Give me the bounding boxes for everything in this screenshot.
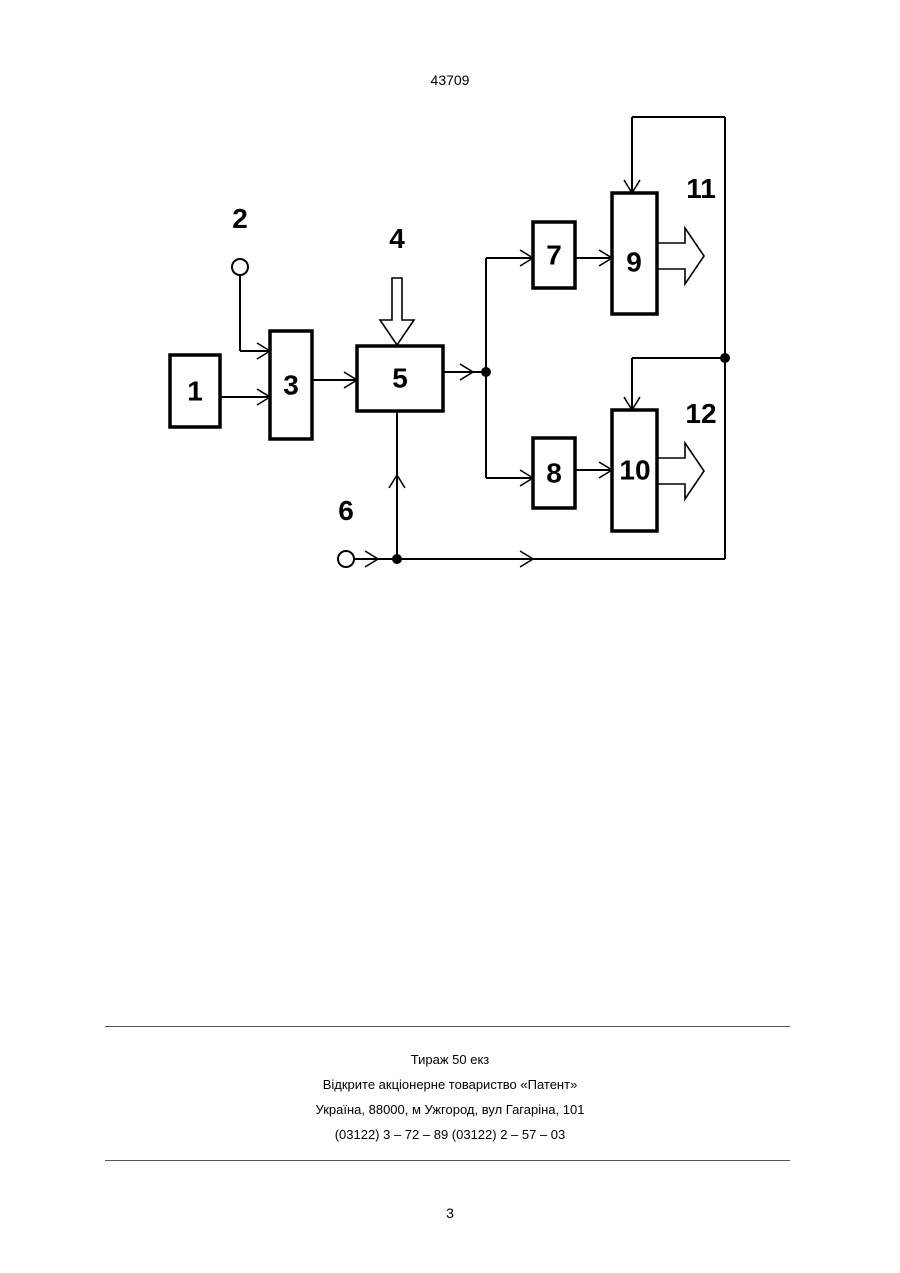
- label-input-2: 2: [232, 203, 248, 234]
- imprint-block: Тираж 50 екз Відкрите акціонерне товарис…: [0, 1047, 900, 1147]
- footer-rule-bottom: [105, 1160, 790, 1161]
- input-terminal-2: [232, 259, 248, 275]
- block-5-label: 5: [392, 363, 408, 394]
- block-1-label: 1: [187, 376, 203, 407]
- block-7-label: 7: [546, 240, 562, 271]
- imprint-publisher: Відкрите акціонерне товариство «Патент»: [0, 1072, 900, 1097]
- block-5: 5: [357, 346, 443, 411]
- label-input-6: 6: [338, 495, 354, 526]
- imprint-address: Україна, 88000, м Ужгород, вул Гагаріна,…: [0, 1097, 900, 1122]
- input-terminal-6: [338, 551, 354, 567]
- block-10: 10: [612, 410, 657, 531]
- junction-dot: [481, 367, 491, 377]
- block-8: 8: [533, 438, 575, 508]
- block-3: 3: [270, 331, 312, 439]
- label-output-12: 12: [685, 398, 716, 429]
- block-8-label: 8: [546, 458, 562, 489]
- imprint-print-run: Тираж 50 екз: [0, 1047, 900, 1072]
- block-7: 7: [533, 222, 575, 288]
- input-arrow-4: [380, 278, 414, 345]
- junction-dot: [392, 554, 402, 564]
- block-9-label: 9: [626, 247, 642, 278]
- junction-dot: [720, 353, 730, 363]
- block-1: 1: [170, 355, 220, 427]
- block-10-label: 10: [619, 455, 650, 486]
- label-input-4: 4: [389, 223, 405, 254]
- block-diagram: 1 3 5 7 8 9 10 2 4 6 11 12: [0, 0, 900, 620]
- output-arrow-11: [657, 228, 704, 284]
- block-3-label: 3: [283, 370, 299, 401]
- output-arrow-12: [657, 443, 704, 499]
- footer-rule-top: [105, 1026, 790, 1027]
- label-output-11: 11: [686, 173, 716, 204]
- block-9: 9: [612, 193, 657, 314]
- imprint-phones: (03122) 3 – 72 – 89 (03122) 2 – 57 – 03: [0, 1122, 900, 1147]
- page-number: 3: [0, 1205, 900, 1221]
